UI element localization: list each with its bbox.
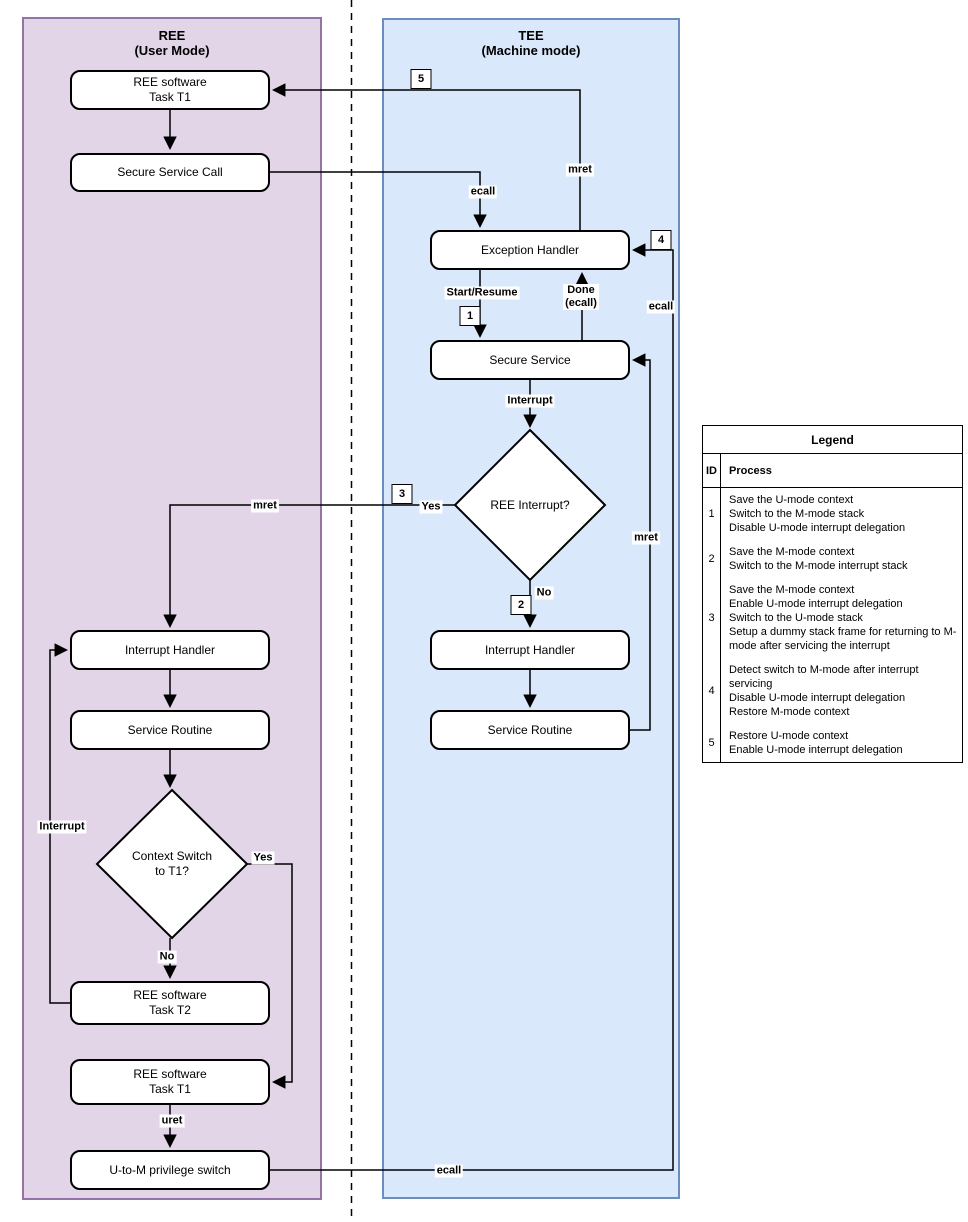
legend-row-2-id: 2 bbox=[703, 540, 721, 578]
legend-line: Restore U-mode context bbox=[729, 730, 849, 742]
label-no-ree: No bbox=[157, 950, 177, 964]
label-mret-right: mret bbox=[632, 531, 660, 545]
legend-row-1-process: Save the U-mode context Switch to the M-… bbox=[721, 488, 962, 540]
label-ecall-bottom: ecall bbox=[434, 1164, 464, 1178]
node-ree-software-task-t1: REE software Task T1 bbox=[70, 70, 270, 110]
legend-row-2-process: Save the M-mode context Switch to the M-… bbox=[721, 540, 962, 578]
label-yes-ree: Yes bbox=[251, 851, 275, 865]
legend-row-2: 2 Save the M-mode context Switch to the … bbox=[703, 540, 962, 578]
node-exception-handler: Exception Handler bbox=[430, 230, 630, 270]
legend-table: Legend ID Process 1 Save the U-mode cont… bbox=[702, 425, 963, 763]
label-no-tee: No bbox=[534, 586, 554, 600]
label-interrupt-ree: Interrupt bbox=[37, 820, 87, 834]
legend-row-3-process: Save the M-mode context Enable U-mode in… bbox=[721, 578, 962, 658]
badge-step-5: 5 bbox=[410, 69, 432, 89]
node-u-to-m-privilege-switch: U-to-M privilege switch bbox=[70, 1150, 270, 1190]
label-start-resume: Start/Resume bbox=[444, 286, 520, 300]
legend-line: Disable U-mode interrupt delegation bbox=[729, 522, 906, 534]
node-ree-software-task-t2: REE software Task T2 bbox=[70, 981, 270, 1025]
legend-row-5-process: Restore U-mode context Enable U-mode int… bbox=[721, 724, 962, 762]
label-ecall-top: ecall bbox=[468, 185, 498, 199]
node-ree-software-task-t1-bottom: REE software Task T1 bbox=[70, 1059, 270, 1105]
legend-line: Switch to the M-mode stack bbox=[729, 508, 865, 520]
ree-panel-title: REE (User Mode) bbox=[134, 28, 210, 58]
legend-line: Restore M-mode context bbox=[729, 706, 850, 718]
node-ree-interrupt-question: REE Interrupt? bbox=[490, 497, 570, 512]
legend-row-1: 1 Save the U-mode context Switch to the … bbox=[703, 488, 962, 540]
legend-row-3: 3 Save the M-mode context Enable U-mode … bbox=[703, 578, 962, 658]
label-yes-tee: Yes bbox=[419, 500, 443, 514]
label-uret: uret bbox=[159, 1114, 185, 1128]
label-interrupt-tee: Interrupt bbox=[505, 394, 555, 408]
legend-row-4: 4 Detect switch to M-mode after interrup… bbox=[703, 658, 962, 724]
node-tee-interrupt-handler: Interrupt Handler bbox=[430, 630, 630, 670]
badge-step-4: 4 bbox=[650, 230, 672, 250]
legend-row-5-id: 5 bbox=[703, 724, 721, 762]
node-ree-service-routine: Service Routine bbox=[70, 710, 270, 750]
legend-line: Switch to the M-mode interrupt stack bbox=[729, 560, 908, 572]
badge-step-1: 1 bbox=[459, 306, 481, 326]
node-tee-service-routine: Service Routine bbox=[430, 710, 630, 750]
label-done-ecall: Done (ecall) bbox=[563, 284, 599, 310]
node-secure-service-call: Secure Service Call bbox=[70, 153, 270, 192]
legend-row-5: 5 Restore U-mode context Enable U-mode i… bbox=[703, 724, 962, 762]
legend-row-3-id: 3 bbox=[703, 578, 721, 658]
badge-step-3: 3 bbox=[391, 484, 413, 504]
legend-line: Save the U-mode context bbox=[729, 494, 854, 506]
label-mret-left: mret bbox=[251, 499, 279, 513]
legend-line: Enable U-mode interrupt delegation bbox=[729, 598, 903, 610]
legend-line: Detect switch to M-mode after interrupt … bbox=[729, 664, 919, 690]
legend-row-4-id: 4 bbox=[703, 658, 721, 724]
label-ecall-right: ecall bbox=[646, 300, 676, 314]
legend-line: Enable U-mode interrupt delegation bbox=[729, 744, 903, 756]
badge-step-2: 2 bbox=[510, 595, 532, 615]
legend-col-process: Process bbox=[729, 464, 772, 477]
node-secure-service: Secure Service bbox=[430, 340, 630, 380]
legend-col-id: ID bbox=[703, 454, 721, 487]
legend-line: Setup a dummy stack frame for returning … bbox=[729, 626, 957, 652]
tee-panel-title: TEE (Machine mode) bbox=[481, 28, 581, 58]
legend-line: Switch to the U-mode stack bbox=[729, 612, 863, 624]
node-ree-interrupt-handler: Interrupt Handler bbox=[70, 630, 270, 670]
legend-row-1-id: 1 bbox=[703, 488, 721, 540]
legend-line: Save the M-mode context bbox=[729, 546, 855, 558]
legend-row-4-process: Detect switch to M-mode after interrupt … bbox=[721, 658, 962, 724]
legend-line: Save the M-mode context bbox=[729, 584, 855, 596]
legend-line: Disable U-mode interrupt delegation bbox=[729, 692, 906, 704]
legend-title: Legend bbox=[703, 426, 962, 454]
legend-header-row: ID Process bbox=[703, 454, 962, 488]
node-context-switch-question: Context Switch to T1? bbox=[131, 849, 213, 878]
label-mret-top: mret bbox=[566, 163, 594, 177]
